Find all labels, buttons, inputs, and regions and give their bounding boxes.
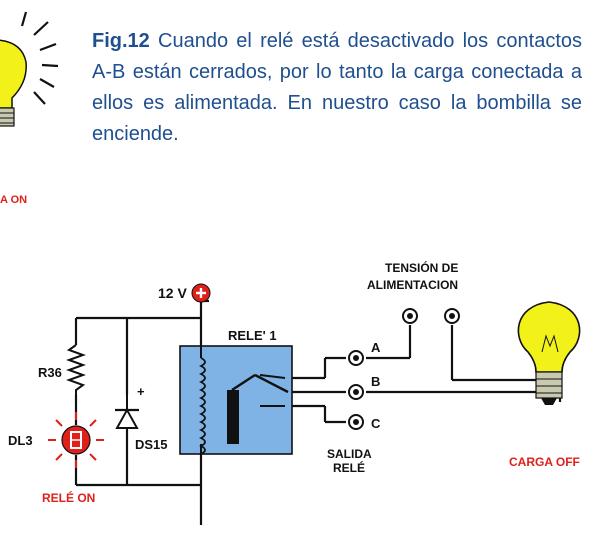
contact-c-label: C xyxy=(371,416,381,431)
relay-1-box xyxy=(179,345,293,455)
carga-off-label: CARGA OFF xyxy=(509,455,580,469)
relay-armature xyxy=(231,373,256,392)
tension-label-line1: TENSIÓN DE xyxy=(385,260,458,275)
supply-terminal-icon xyxy=(191,283,211,303)
contact-b-terminal xyxy=(348,384,364,400)
resistor-r36 xyxy=(66,344,86,395)
relay-coil-icon xyxy=(198,357,206,455)
salida-label-line2: RELÉ xyxy=(333,460,365,475)
bulb-icon xyxy=(517,301,581,405)
supply-terminal-right xyxy=(444,308,460,324)
contact-a-label: A xyxy=(371,340,381,355)
relay-core xyxy=(227,390,239,444)
carga-on-label: A ON xyxy=(0,194,27,206)
diode-label: DS15 xyxy=(135,437,168,452)
figure-label: Fig.12 xyxy=(92,30,150,52)
contact-a-terminal xyxy=(348,350,364,366)
contact-c-terminal xyxy=(348,414,364,430)
glowing-bulb-icon xyxy=(0,11,59,127)
glowing-led-icon xyxy=(48,412,104,468)
caption-text: Cuando el relé está desactivado los cont… xyxy=(92,30,582,145)
salida-label-line1: SALIDA xyxy=(327,447,372,461)
resistor-label: R36 xyxy=(38,365,62,380)
relay-label: RELE' 1 xyxy=(228,328,277,343)
rele-on-label: RELÉ ON xyxy=(42,490,95,505)
supply-terminal-left xyxy=(402,308,418,324)
tension-label-line2: ALIMENTACION xyxy=(367,278,458,292)
contact-b-label: B xyxy=(371,374,380,389)
figure-caption: Fig.12 Cuando el relé está desactivado l… xyxy=(92,26,582,150)
supply-voltage-label: 12 V xyxy=(158,285,187,301)
diode-plus-label: + xyxy=(137,384,145,399)
led-label: DL3 xyxy=(8,433,33,448)
circuit-wires xyxy=(74,299,562,525)
diode-ds15 xyxy=(115,395,139,434)
